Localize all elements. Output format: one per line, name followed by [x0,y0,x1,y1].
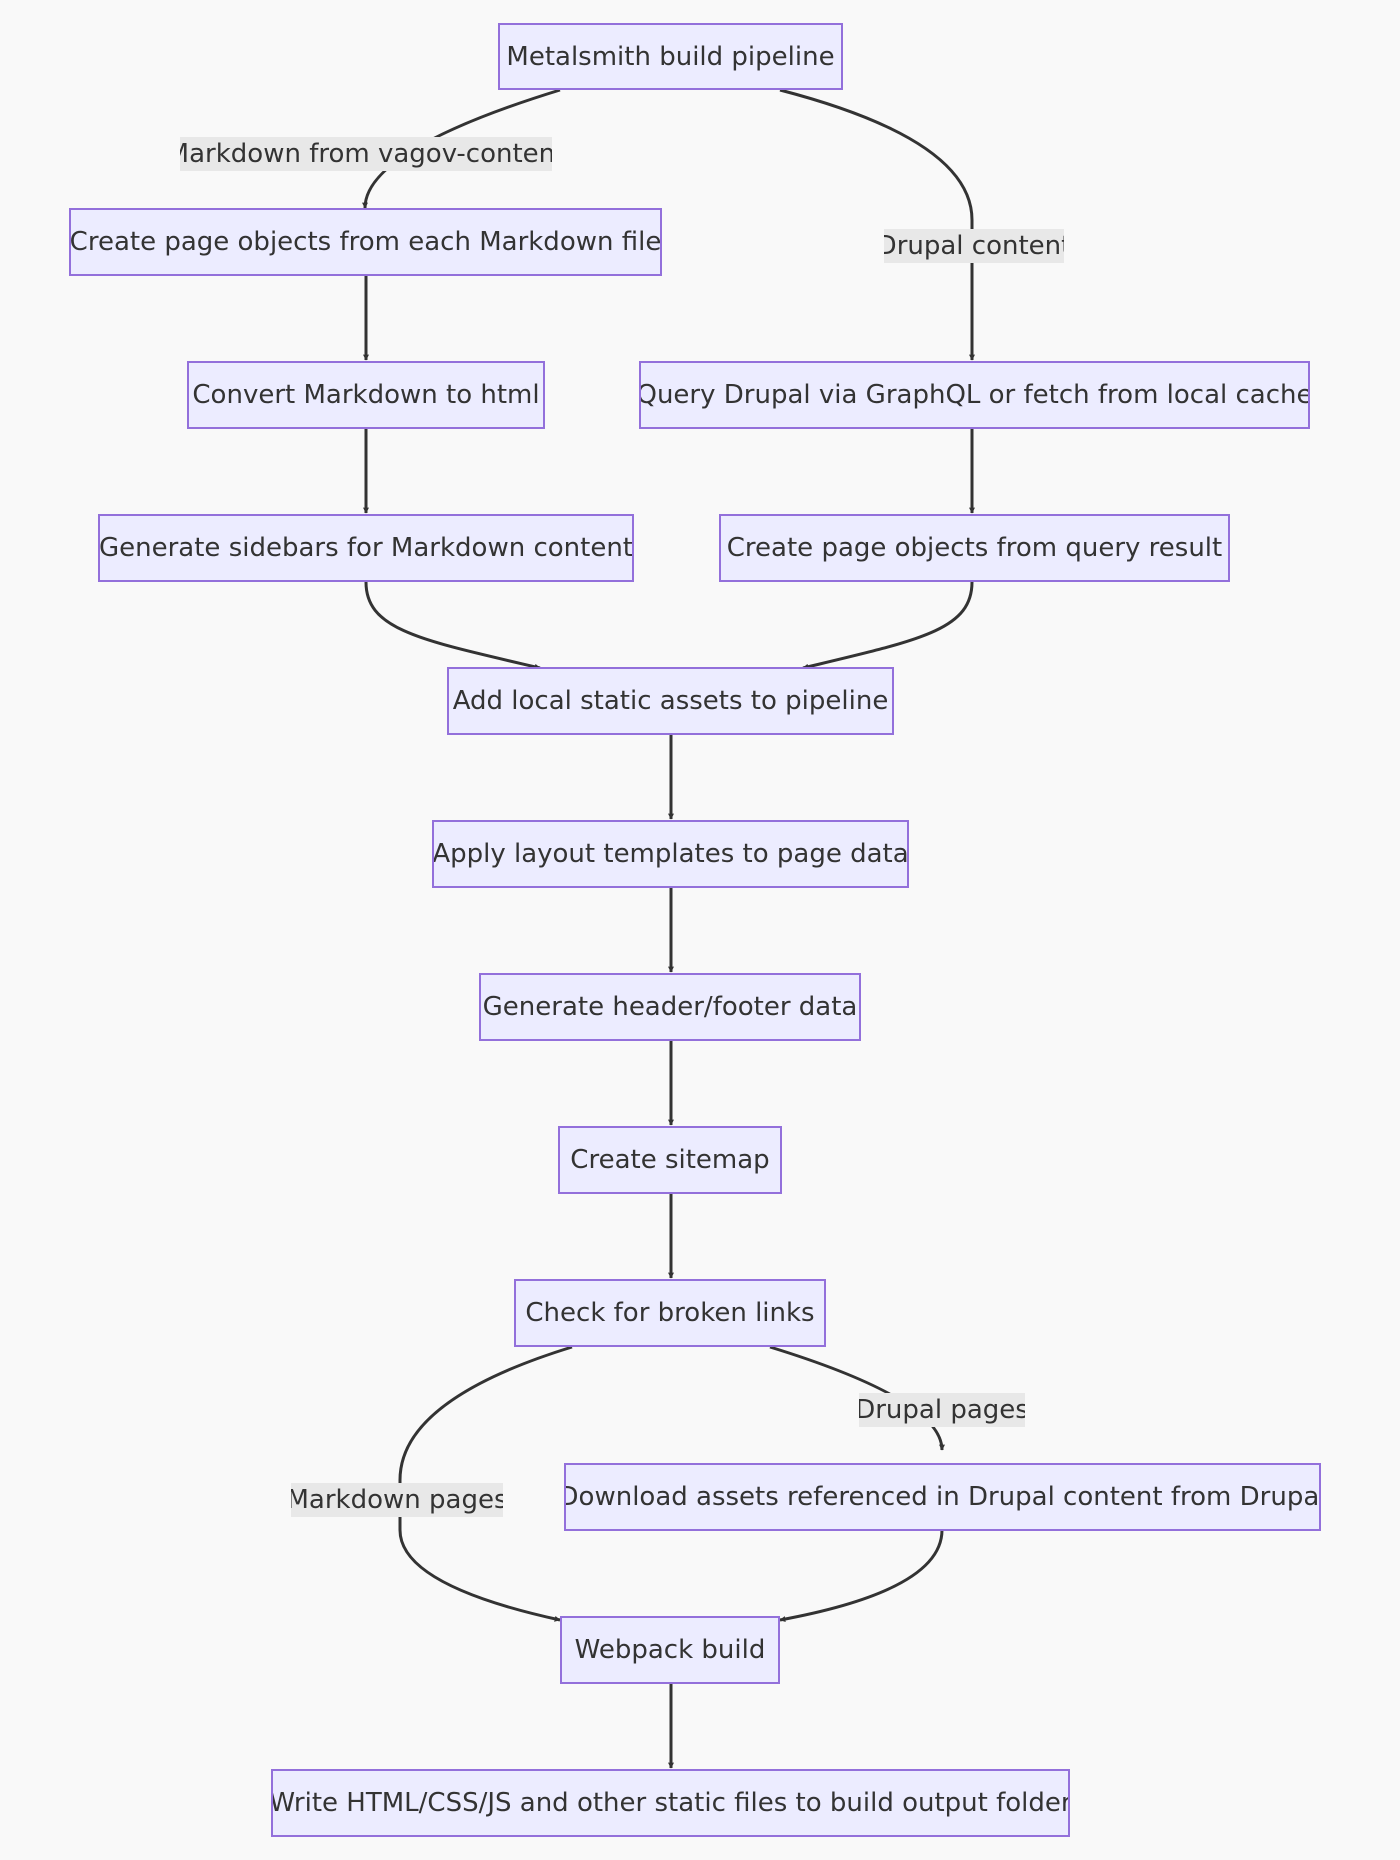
node-generate-header-footer: Generate header/footer data [479,973,861,1041]
node-generate-sidebars: Generate sidebars for Markdown content [98,514,634,582]
edge-check-links-to-webpack [398,1345,573,1622]
edge-download-assets-to-webpack [779,1529,944,1622]
node-query-drupal: Query Drupal via GraphQL or fetch from l… [639,361,1310,429]
node-create-sitemap: Create sitemap [558,1126,782,1194]
node-webpack-build: Webpack build [560,1616,780,1684]
node-create-page-objects-query: Create page objects from query result [719,514,1230,582]
node-download-drupal-assets: Download assets referenced in Drupal con… [564,1463,1321,1531]
node-write-build-output: Write HTML/CSS/JS and other static files… [271,1769,1070,1837]
edge-label-drupal-pages: Drupal pages [859,1393,1025,1427]
edge-label-markdown-from-vagov-content: Markdown from vagov-content [180,137,552,171]
node-add-local-static-assets: Add local static assets to pipeline [447,667,894,735]
edge-create-query-objects-to-add-assets [802,581,974,670]
edge-metalsmith-to-query-drupal [779,88,975,361]
node-create-page-objects-markdown: Create page objects from each Markdown f… [69,208,662,276]
node-convert-markdown-to-html: Convert Markdown to html [187,361,545,429]
node-metalsmith-build-pipeline: Metalsmith build pipeline [498,23,843,90]
node-apply-layout-templates: Apply layout templates to page data [432,820,909,888]
node-check-broken-links: Check for broken links [514,1279,826,1347]
edge-gen-sidebars-to-add-assets [364,581,541,670]
edge-label-drupal-content: Drupal content [884,229,1064,263]
edge-label-markdown-pages: Markdown pages [291,1483,503,1517]
